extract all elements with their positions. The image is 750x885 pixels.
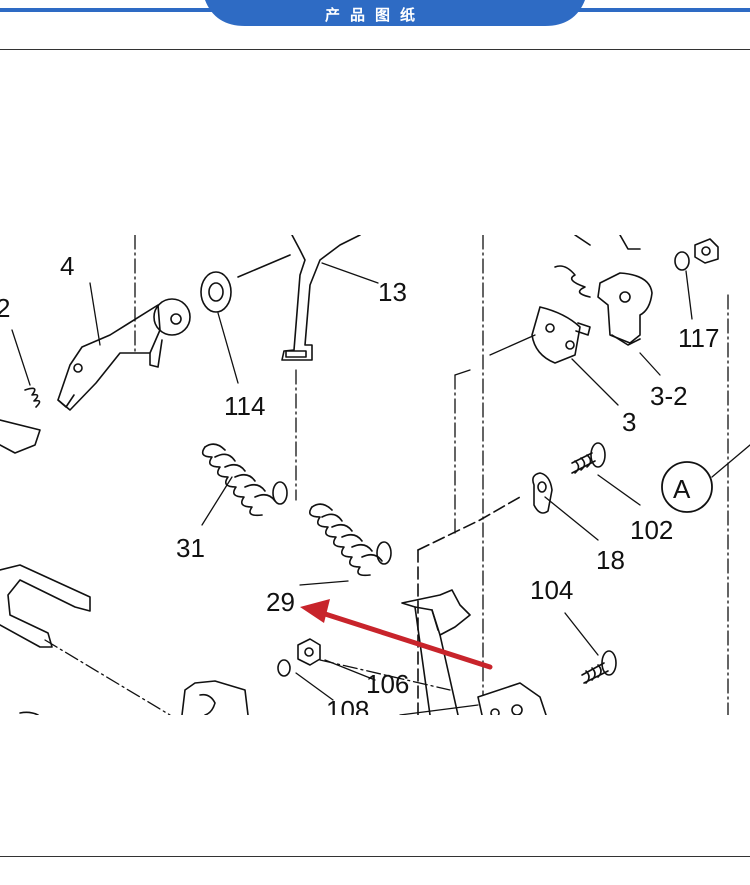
label-13: 13 xyxy=(378,277,407,307)
label-104: 104 xyxy=(530,575,573,605)
exploded-view: 4 2 13 114 117 3-2 3 A 31 102 18 29 104 … xyxy=(0,235,750,715)
label-102: 102 xyxy=(630,515,673,545)
lower-housing xyxy=(19,680,249,715)
label-4: 4 xyxy=(60,251,74,281)
parts-diagram: 4 2 13 114 117 3-2 3 A 31 102 18 29 104 … xyxy=(0,235,750,715)
central-lever xyxy=(401,589,547,715)
label-3-2: 3-2 xyxy=(650,381,688,411)
label-108: 108 xyxy=(326,695,369,715)
bottom-divider xyxy=(0,856,750,857)
centerlines xyxy=(134,235,729,715)
part-106-nut xyxy=(297,638,321,666)
left-bracket xyxy=(0,564,91,648)
label-29: 29 xyxy=(266,587,295,617)
part-102-screw xyxy=(571,442,606,474)
part-18-washer xyxy=(532,472,553,514)
part-114-washer xyxy=(200,271,232,313)
part-4-lever xyxy=(57,298,191,411)
header-tab xyxy=(205,0,585,26)
top-divider xyxy=(0,49,750,50)
part-104-screw xyxy=(581,650,617,684)
part-2-bracket xyxy=(0,387,41,454)
label-18: 18 xyxy=(596,545,625,575)
callout-a-circle xyxy=(661,461,713,513)
label-3: 3 xyxy=(622,407,636,437)
part-29-spring xyxy=(309,503,392,577)
page-title: 产品图纸 xyxy=(324,6,425,24)
label-114: 114 xyxy=(224,391,265,421)
label-callout-a: A xyxy=(673,474,691,504)
label-31: 31 xyxy=(176,533,205,563)
part-31-spring xyxy=(201,443,288,517)
part-13-plate xyxy=(237,235,361,361)
label-117: 117 xyxy=(678,323,719,353)
indicator-arrow xyxy=(300,599,493,670)
leader-lines xyxy=(11,262,750,701)
label-2: 2 xyxy=(0,293,10,323)
label-106: 106 xyxy=(366,669,409,699)
part-108-washer xyxy=(277,659,291,677)
part-3-assembly xyxy=(531,235,719,364)
